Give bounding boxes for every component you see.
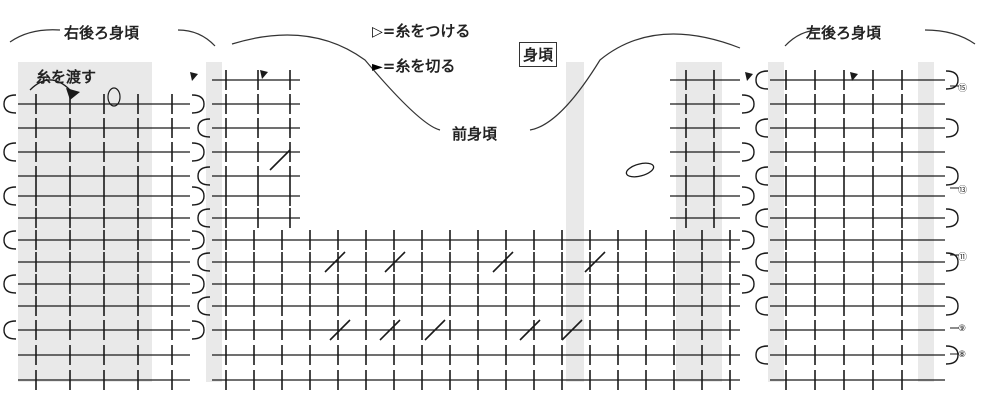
turning-chain-right [191, 94, 205, 114]
shade-band [676, 62, 722, 382]
legend-cut-text: =糸を切る [382, 57, 456, 75]
row-number-9: ⑨ [958, 324, 967, 334]
slanted-stitch [384, 251, 406, 273]
turning-chain-right [191, 320, 205, 340]
row-number-8: ⑧ [958, 350, 967, 360]
turning-chain-right [945, 208, 959, 228]
turning-chain-left [755, 345, 769, 365]
turning-chain-right [741, 142, 755, 162]
slanted-stitch [519, 319, 541, 341]
front-bracket [231, 33, 741, 131]
turning-chain-right [191, 230, 205, 250]
turning-chain-right [741, 230, 755, 250]
turning-chain-right [945, 118, 959, 138]
front-label: 前身頃 [452, 125, 498, 143]
turning-chain-left [197, 252, 211, 272]
open-arrow-icon: ▷ [372, 24, 383, 40]
slip-knot-loop [107, 87, 121, 107]
filled-arrow-icon [190, 72, 198, 81]
slanted-stitch [584, 251, 606, 273]
turning-chain-left [197, 118, 211, 138]
slanted-stitch [561, 319, 583, 341]
filled-arrow-icon: ► [372, 59, 383, 75]
turning-chain-right [741, 94, 755, 114]
slanted-stitch [329, 319, 351, 341]
right-back-bracket [9, 29, 216, 47]
turning-chain-left [3, 274, 17, 294]
slanted-stitch [379, 319, 401, 341]
filled-arrow-icon [66, 88, 80, 100]
turning-chain-left [755, 208, 769, 228]
slip-knot-loop [625, 162, 655, 178]
shade-band [18, 62, 152, 382]
shade-band [918, 62, 934, 382]
turning-chain-right [945, 166, 959, 186]
slanted-stitch [424, 319, 446, 341]
row-number-13: ⑬ [958, 186, 968, 196]
turning-chain-left [755, 166, 769, 186]
pass-yarn-arc [29, 79, 71, 91]
filled-arrow-icon [745, 72, 753, 81]
turning-chain-left [3, 320, 17, 340]
filled-arrow-icon [850, 72, 858, 81]
legend-attach-text: =糸をつける [382, 22, 471, 40]
legend-attach: ▷=糸をつける [372, 20, 470, 41]
slanted-stitch [269, 149, 291, 171]
shade-band [566, 62, 584, 382]
turning-chain-left [3, 230, 17, 250]
row-number-15: ⑮ [958, 84, 968, 94]
turning-chain-right [945, 70, 959, 90]
turning-chain-left [3, 186, 17, 206]
shade-band [768, 62, 784, 382]
slanted-stitch [492, 251, 514, 273]
pass-yarn-label: 糸を渡す [36, 68, 97, 86]
turning-chain-left [3, 94, 17, 114]
turning-chain-left [755, 252, 769, 272]
body-label: 身頃 [519, 42, 558, 67]
turning-chain-left [755, 118, 769, 138]
turning-chain-right [945, 345, 959, 365]
turning-chain-right [945, 252, 959, 272]
legend-cut: ►=糸を切る [372, 55, 455, 76]
turning-chain-left [197, 296, 211, 316]
left-back-bracket [784, 29, 976, 47]
slanted-stitch [324, 251, 346, 273]
turning-chain-right [741, 274, 755, 294]
row-number-11: ⑪ [958, 253, 968, 263]
shade-band [206, 62, 222, 382]
turning-chain-left [3, 142, 17, 162]
right-back-label: 右後ろ身頃 [64, 24, 140, 42]
turning-chain-left [755, 296, 769, 316]
filled-arrow-icon [260, 70, 268, 79]
turning-chain-right [945, 296, 959, 316]
turning-chain-right [191, 142, 205, 162]
turning-chain-right [191, 186, 205, 206]
turning-chain-right [741, 186, 755, 206]
turning-chain-left [197, 208, 211, 228]
left-back-label: 左後ろ身頃 [806, 24, 882, 42]
turning-chain-right [191, 274, 205, 294]
turning-chain-left [197, 166, 211, 186]
turning-chain-left [755, 70, 769, 90]
